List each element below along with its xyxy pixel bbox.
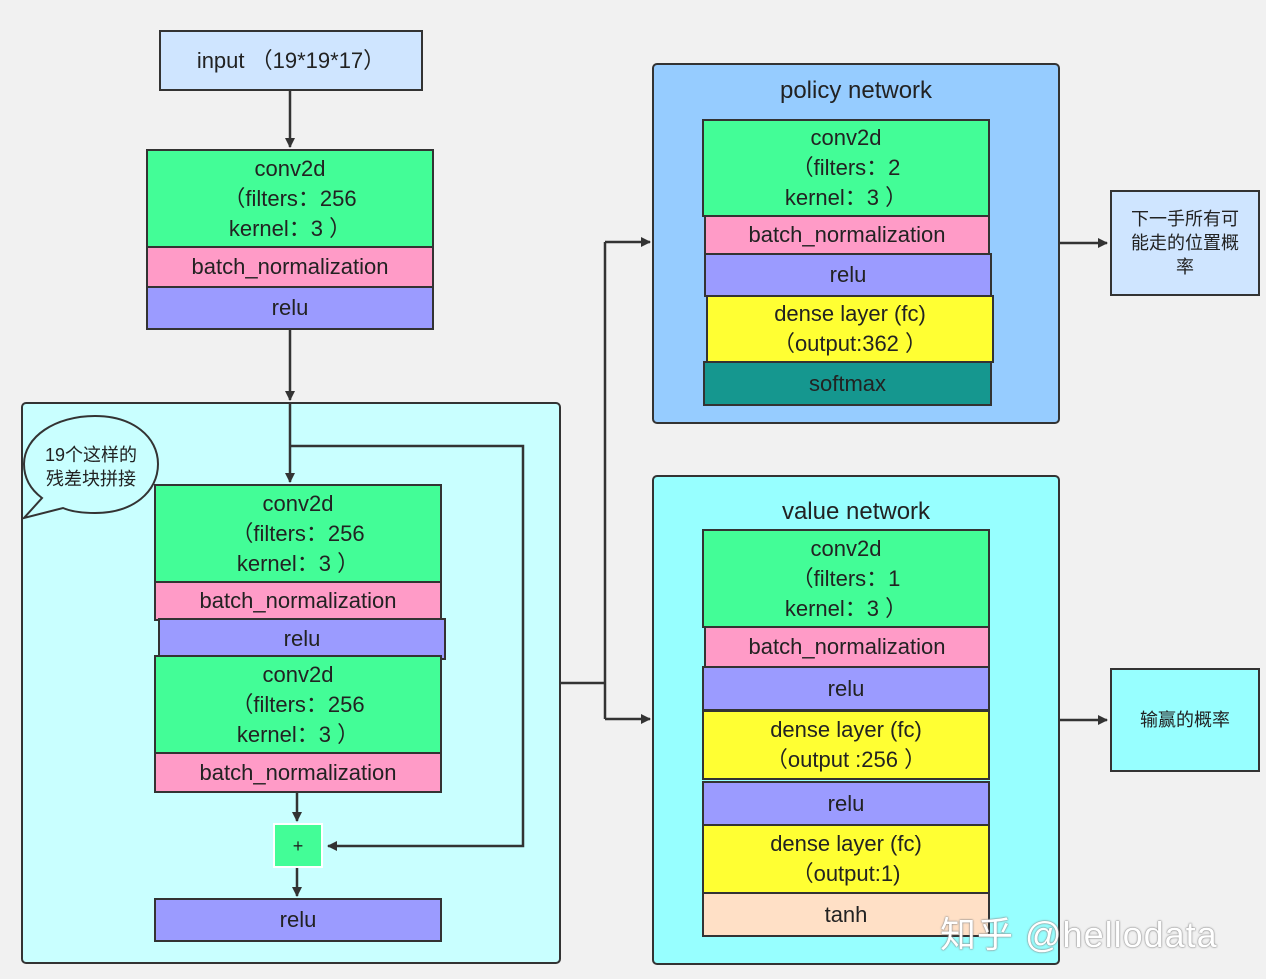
residual-conv2d-2: conv2d （filters：256 kernel：3 ） xyxy=(154,655,442,754)
value-batch-norm: batch_normalization xyxy=(704,626,990,668)
value-dense1-line: dense layer (fc) xyxy=(770,717,922,742)
res-relu1-label: relu xyxy=(283,626,321,651)
policy-relu: relu xyxy=(704,253,992,297)
skip-connection-arrow xyxy=(290,444,525,851)
policy-batch-norm: batch_normalization xyxy=(704,215,990,255)
input-box: input （19*19*17） xyxy=(159,30,423,91)
policy-softmax: softmax xyxy=(703,361,992,406)
add-label: + xyxy=(292,835,304,856)
residual-relu-2: relu xyxy=(154,898,442,942)
stem-relu-label: relu xyxy=(271,295,309,320)
policy-output-line: 能走的位置概 xyxy=(1131,233,1239,253)
policy-dense: dense layer (fc) （output:362 ） xyxy=(706,295,994,363)
value-relu2-label: relu xyxy=(827,790,865,816)
policy-softmax-label: softmax xyxy=(808,370,887,396)
res-conv1-line: kernel：3 ） xyxy=(236,550,360,576)
value-conv-line: kernel：3 ） xyxy=(784,595,908,621)
policy-title: policy network xyxy=(779,77,933,104)
add-node: + xyxy=(273,823,323,868)
res-conv2-line: （filters：256 xyxy=(231,691,365,717)
policy-dense-line: （output:362 ） xyxy=(772,331,928,356)
value-dense-2: dense layer (fc) （output:1) xyxy=(702,824,990,894)
policy-conv2d: conv2d （filters：2 kernel：3 ） xyxy=(702,119,990,217)
policy-bn-label: batch_normalization xyxy=(748,222,946,247)
res-conv1-line: （filters：256 xyxy=(231,520,365,546)
policy-output-line: 率 xyxy=(1176,257,1194,277)
stem-conv-line: conv2d xyxy=(254,155,326,181)
note-bubble xyxy=(21,414,160,520)
residual-note-line: 19个这样的 xyxy=(44,445,138,465)
value-tanh-label: tanh xyxy=(824,901,868,927)
value-relu1-label: relu xyxy=(827,675,865,701)
stem-conv-line: kernel：3 ） xyxy=(228,215,352,241)
value-bn-label: batch_normalization xyxy=(748,634,946,659)
residual-note: 19个这样的 残差块拼接 xyxy=(30,443,152,491)
value-output-label: 输赢的概率 xyxy=(1140,710,1230,730)
policy-relu-label: relu xyxy=(829,262,867,287)
value-conv2d: conv2d （filters：1 kernel：3 ） xyxy=(702,529,990,628)
res-bn1-label: batch_normalization xyxy=(199,588,397,613)
stem-relu: relu xyxy=(146,286,434,330)
value-conv-line: （filters：1 xyxy=(791,565,901,591)
policy-conv-line: kernel：3 ） xyxy=(784,185,908,210)
value-dense-1: dense layer (fc) （output :256 ） xyxy=(702,710,990,780)
res-bn2-label: batch_normalization xyxy=(199,759,397,785)
res-conv2-line: kernel：3 ） xyxy=(236,721,360,747)
value-relu-1: relu xyxy=(702,666,990,711)
policy-conv-line: conv2d xyxy=(810,125,882,150)
value-title: value network xyxy=(781,498,931,525)
residual-batch-norm-1: batch_normalization xyxy=(154,581,442,621)
value-dense2-line: （output:1) xyxy=(791,861,901,886)
value-conv-line: conv2d xyxy=(810,535,882,561)
value-dense2-line: dense layer (fc) xyxy=(770,831,922,856)
stem-batch-norm: batch_normalization xyxy=(146,246,434,288)
value-relu-2: relu xyxy=(702,781,990,826)
stem-bn-label: batch_normalization xyxy=(191,254,389,279)
value-tanh: tanh xyxy=(702,892,990,937)
value-output-box: 输赢的概率 xyxy=(1110,668,1260,772)
res-conv2-line: conv2d xyxy=(262,661,334,687)
value-dense1-line: （output :256 ） xyxy=(765,747,927,772)
residual-conv2d-1: conv2d （filters：256 kernel：3 ） xyxy=(154,484,442,583)
residual-batch-norm-2: batch_normalization xyxy=(154,752,442,793)
residual-relu-1: relu xyxy=(158,618,446,660)
watermark: 知乎 @hellodata xyxy=(940,914,1218,955)
stem-conv-line: （filters：256 xyxy=(223,185,357,211)
stem-conv2d: conv2d （filters：256 kernel：3 ） xyxy=(146,149,434,248)
res-conv1-line: conv2d xyxy=(262,490,334,516)
policy-output-line: 下一手所有可 xyxy=(1131,209,1239,229)
policy-conv-line: （filters：2 xyxy=(791,155,901,180)
policy-dense-line: dense layer (fc) xyxy=(774,301,926,326)
residual-note-line: 残差块拼接 xyxy=(46,469,136,489)
input-label: input （19*19*17） xyxy=(196,47,386,73)
policy-output-box: 下一手所有可 能走的位置概 率 xyxy=(1110,190,1260,296)
res-relu2-label: relu xyxy=(279,907,317,932)
